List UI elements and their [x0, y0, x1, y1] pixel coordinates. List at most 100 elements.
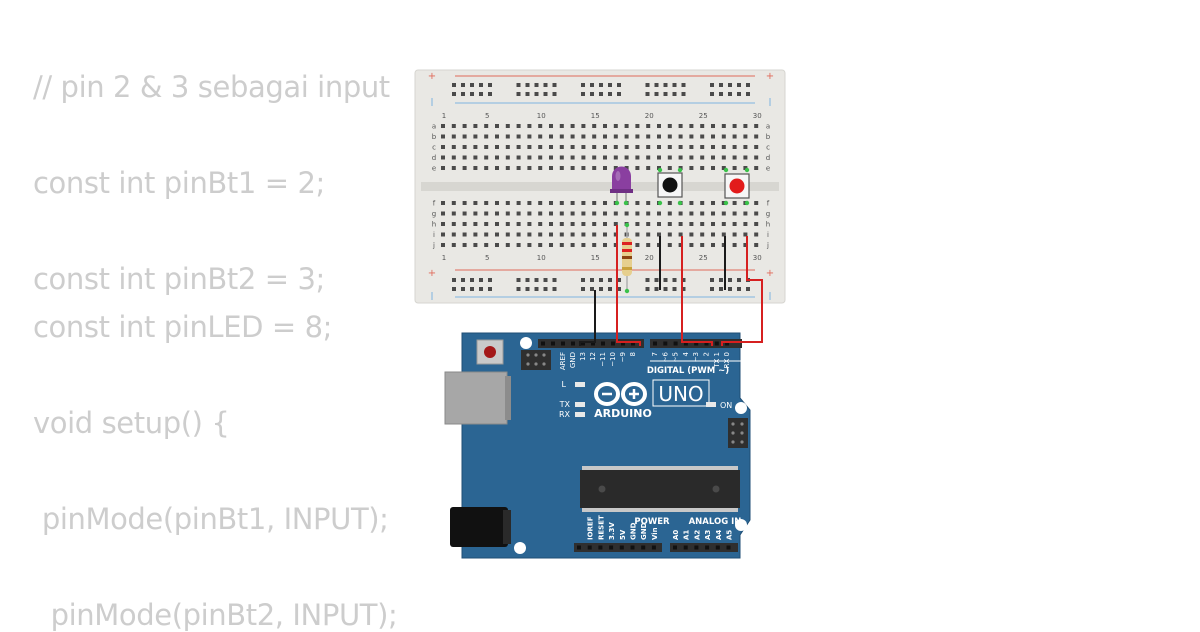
- breadboard-hole: [646, 222, 651, 226]
- breadboard-hole: [700, 222, 705, 226]
- bottom-pin-label: A0: [672, 530, 680, 540]
- breadboard-hole: [646, 211, 651, 216]
- breadboard-hole: [538, 155, 543, 160]
- led[interactable]: [610, 166, 633, 206]
- wire-button2-red[interactable]: [721, 236, 763, 346]
- breadboard-hole: [451, 145, 456, 149]
- breadboard-hole: [700, 134, 705, 139]
- breadboard-hole: [678, 243, 683, 247]
- breadboard-hole: [516, 166, 521, 170]
- column-number: 20: [645, 254, 654, 262]
- breadboard-hole: [484, 134, 489, 139]
- reset-button[interactable]: [476, 339, 504, 365]
- breadboard-hole: [570, 124, 575, 128]
- breadboard-hole: [635, 155, 640, 160]
- rail-hole: [617, 287, 621, 291]
- breadboard-hole: [495, 124, 499, 128]
- breadboard-hole: [592, 166, 597, 170]
- breadboard-hole: [462, 243, 467, 247]
- icsp-pin: [731, 440, 735, 444]
- breadboard-hole: [592, 145, 597, 149]
- wire-gnd-black[interactable]: [579, 290, 596, 346]
- breadboard-hole: [516, 155, 521, 160]
- rail-hole: [663, 278, 668, 282]
- usb-port[interactable]: [444, 371, 508, 425]
- breadboard-hole: [711, 145, 715, 149]
- button-cap: [729, 178, 745, 194]
- logo-loop-left: [594, 382, 620, 406]
- breadboard-hole: [700, 145, 705, 149]
- column-number: 10: [537, 254, 546, 262]
- button-pin-marker: [657, 167, 663, 173]
- breadboard-hole: [603, 166, 607, 170]
- breadboard-hole: [603, 155, 607, 160]
- header-pin: [683, 341, 688, 346]
- icsp-housing: [521, 350, 551, 370]
- bottom-pin-label: A5: [726, 530, 734, 540]
- digital-pin-label: 12: [589, 352, 597, 361]
- rail-hole: [525, 278, 530, 282]
- rail-hole: [746, 83, 750, 87]
- button-pin-marker: [744, 167, 750, 173]
- resistor-pin-marker: [624, 222, 630, 228]
- header-pin: [641, 545, 646, 550]
- push-button-red[interactable]: [723, 167, 750, 206]
- rail-hole: [590, 92, 594, 96]
- breadboard-hole: [527, 166, 532, 170]
- breadboard-hole: [754, 201, 759, 205]
- breadboard-hole: [711, 243, 715, 247]
- rail-hole: [543, 92, 548, 96]
- breadboard-hole: [559, 243, 564, 247]
- resistor-pin-marker: [624, 288, 630, 294]
- row-letter: h: [432, 221, 436, 229]
- tx-led: [575, 402, 585, 407]
- rail-hole: [479, 83, 483, 87]
- breadboard-hole: [613, 243, 618, 247]
- breadboard-hole: [743, 134, 748, 139]
- breadboard-hole: [473, 145, 478, 149]
- breadboard-hole: [462, 222, 467, 226]
- header-pin: [577, 545, 581, 550]
- push-button-black[interactable]: [657, 167, 683, 206]
- breadboard-hole: [732, 166, 737, 170]
- digital-pin-label: 7: [651, 352, 659, 356]
- wires: [579, 225, 763, 346]
- breadboard-hole: [538, 134, 543, 139]
- rail-hole: [672, 287, 677, 291]
- resistor[interactable]: [622, 222, 632, 294]
- rail-hole: [617, 83, 621, 87]
- breadboard-hole: [473, 243, 478, 247]
- digital-pin-label: AREF: [559, 352, 567, 370]
- breadboard-hole: [441, 232, 445, 237]
- breadboard-hole: [678, 211, 683, 216]
- breadboard-hole: [667, 145, 672, 149]
- rail-hole: [599, 92, 603, 96]
- wire-button1-red[interactable]: [681, 236, 713, 346]
- rail-hole: [552, 83, 557, 87]
- row-letter: f: [767, 200, 770, 208]
- breadboard-hole: [559, 211, 564, 216]
- row-letter: g: [766, 210, 770, 218]
- wire-led-red[interactable]: [616, 225, 641, 346]
- mounting-hole: [735, 519, 747, 531]
- breadboard-hole: [657, 222, 661, 226]
- header-pin: [541, 341, 545, 346]
- breadboard-hole: [732, 243, 737, 247]
- power-jack[interactable]: [450, 507, 508, 547]
- breadboard-hole: [711, 155, 715, 160]
- breadboard-hole: [711, 222, 715, 226]
- rail-hole: [543, 287, 548, 291]
- rail-plus-label: +: [766, 71, 774, 82]
- reset-button-cap: [484, 346, 496, 358]
- bottom-pin-label: A3: [704, 530, 712, 540]
- breadboard-hole: [689, 124, 694, 128]
- rail-hole: [488, 278, 492, 282]
- breadboard-hole: [441, 201, 445, 205]
- breadboard-hole: [484, 166, 489, 170]
- rail-hole: [645, 287, 650, 291]
- breadboard-hole: [732, 232, 737, 237]
- breadboard-hole: [754, 145, 759, 149]
- breadboard-hole: [732, 201, 737, 205]
